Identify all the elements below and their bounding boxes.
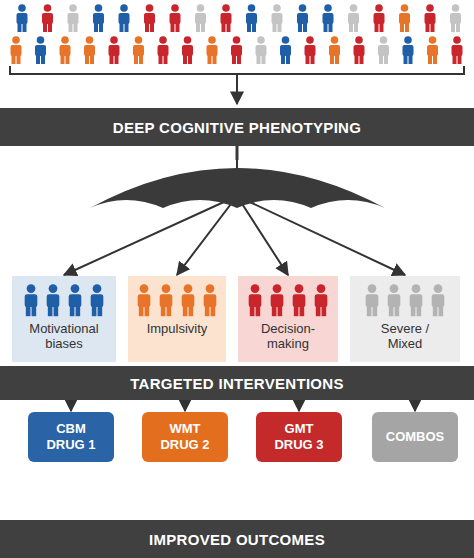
person-icon	[68, 4, 79, 32]
intervention-label: CBM DRUG 1	[41, 421, 101, 452]
phenotype-group: Impulsivity	[128, 276, 226, 362]
person-icon	[170, 4, 181, 32]
person-icon	[17, 4, 28, 32]
group-label: Severe / Mixed	[370, 322, 440, 352]
band-title: TARGETED INTERVENTIONS	[130, 375, 344, 392]
population-arrow	[236, 74, 238, 104]
stage-band: DEEP COGNITIVE PHENOTYPING	[0, 108, 474, 146]
connector-arrow	[177, 146, 237, 275]
group-icons	[129, 282, 225, 318]
intervention-label: GMT DRUG 3	[269, 421, 329, 452]
group-label: Impulsivity	[147, 322, 208, 337]
person-icon	[388, 284, 401, 316]
person-icon	[272, 4, 283, 32]
intervention-label: COMBOS	[386, 429, 445, 445]
person-icon	[293, 284, 306, 316]
person-icon	[348, 4, 359, 32]
person-icon	[204, 284, 217, 316]
connector-arrow	[298, 400, 300, 411]
person-icon	[297, 4, 308, 32]
person-icon	[378, 36, 389, 64]
connector-arrow	[237, 146, 405, 275]
person-icon	[256, 36, 267, 64]
person-icon	[366, 284, 379, 316]
connector-arrow	[237, 146, 288, 275]
band-title: DEEP COGNITIVE PHENOTYPING	[113, 119, 361, 136]
person-icon	[93, 4, 104, 32]
population-bracket	[10, 66, 464, 74]
intervention-label: WMT DRUG 2	[155, 421, 215, 452]
person-icon	[427, 36, 438, 64]
person-icon	[249, 284, 262, 316]
person-icon	[450, 4, 461, 32]
person-icon	[280, 36, 291, 64]
person-icon	[25, 284, 38, 316]
phenotype-group: Severe / Mixed	[350, 276, 460, 362]
person-icon	[60, 36, 71, 64]
person-icon	[221, 4, 232, 32]
person-icon	[158, 36, 169, 64]
person-icon	[182, 36, 193, 64]
person-icon	[182, 284, 195, 316]
person-icon	[329, 36, 340, 64]
person-icon	[271, 284, 284, 316]
intervention-box: CBM DRUG 1	[28, 412, 114, 462]
band-title: IMPROVED OUTCOMES	[149, 531, 325, 548]
intervention-box: COMBOS	[372, 412, 458, 462]
person-icon	[410, 284, 423, 316]
person-icon	[246, 4, 257, 32]
connector-arrow	[414, 400, 416, 411]
person-icon	[35, 36, 46, 64]
group-icons	[240, 282, 336, 318]
group-icons	[16, 282, 112, 318]
stage-band: TARGETED INTERVENTIONS	[0, 366, 474, 400]
person-icon	[374, 4, 385, 32]
person-icon	[323, 4, 334, 32]
person-icon	[119, 4, 130, 32]
phenotype-group: Decision-making	[238, 276, 338, 362]
connector-arrow	[184, 400, 186, 411]
person-icon	[138, 284, 151, 316]
person-icon	[144, 4, 155, 32]
person-icon	[425, 4, 436, 32]
connector-arrow	[64, 146, 237, 275]
person-icon	[305, 36, 316, 64]
person-icon	[195, 4, 206, 32]
person-icon	[133, 36, 144, 64]
person-icon	[160, 284, 173, 316]
person-icon	[403, 36, 414, 64]
person-icon	[207, 36, 218, 64]
umbrella-canopy	[90, 168, 385, 208]
intervention-box: GMT DRUG 3	[256, 412, 342, 462]
person-icon	[69, 284, 82, 316]
person-icon	[11, 36, 22, 64]
group-icons	[357, 282, 453, 318]
umbrella-pole	[236, 146, 239, 160]
person-icon	[399, 4, 410, 32]
person-icon	[47, 284, 60, 316]
phenotype-group: Motivational biases	[12, 276, 116, 362]
person-icon	[84, 36, 95, 64]
person-icon	[109, 36, 120, 64]
person-icon	[91, 284, 104, 316]
person-icon	[452, 36, 463, 64]
person-icon	[42, 4, 53, 32]
intervention-box: WMT DRUG 2	[142, 412, 228, 462]
person-icon	[231, 36, 242, 64]
person-icon	[432, 284, 445, 316]
stage-band: IMPROVED OUTCOMES	[0, 520, 474, 558]
person-icon	[354, 36, 365, 64]
connector-arrow	[70, 400, 72, 411]
person-icon	[315, 284, 328, 316]
group-label: Decision-making	[243, 322, 333, 352]
group-label: Motivational biases	[18, 322, 110, 352]
